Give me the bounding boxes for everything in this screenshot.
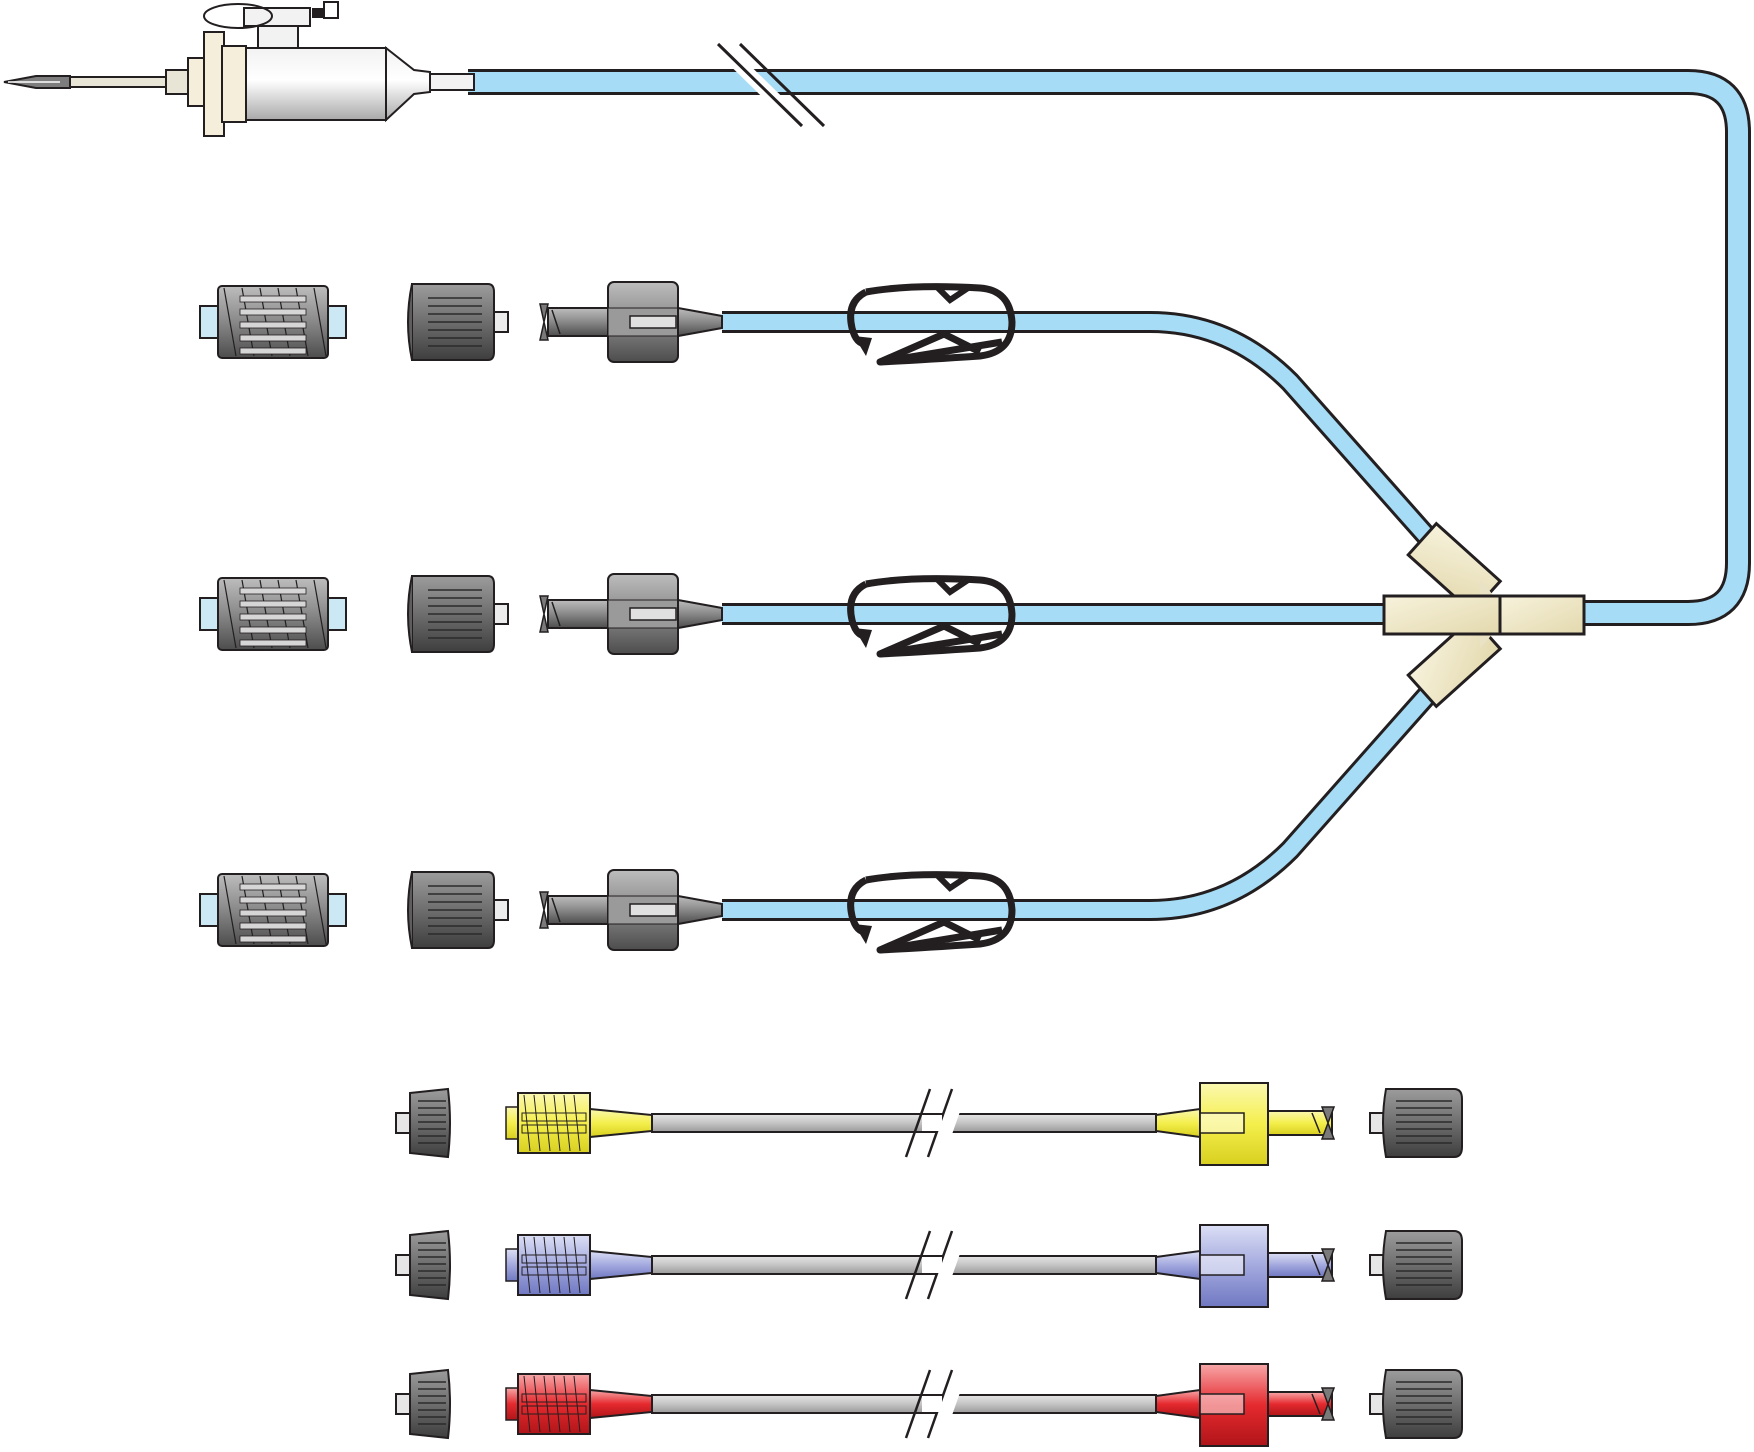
luer-female-icon xyxy=(505,1092,653,1154)
luer-male-icon xyxy=(1155,1363,1336,1447)
extension-blue xyxy=(395,1224,1463,1308)
cap-icon xyxy=(1369,1088,1463,1158)
luer-male-icon xyxy=(539,281,723,363)
luer-female-icon xyxy=(505,1234,653,1296)
branch-top xyxy=(199,281,1016,366)
luer-female-icon xyxy=(407,283,509,361)
luer-male-icon xyxy=(1155,1224,1336,1308)
luer-male-icon xyxy=(539,573,723,655)
luer-male-icon xyxy=(539,869,723,951)
branch-middle xyxy=(199,573,1016,658)
extension-red xyxy=(395,1363,1463,1447)
extension-tube xyxy=(651,1255,1157,1275)
tube-break-marker xyxy=(904,1230,968,1300)
cap-icon xyxy=(1369,1369,1463,1439)
main-tube xyxy=(468,69,1751,626)
extension-yellow xyxy=(395,1082,1463,1166)
cap-icon xyxy=(395,1229,451,1301)
cap-icon xyxy=(395,1368,451,1440)
roller-clamp-icon xyxy=(847,283,1016,366)
tube-break-marker xyxy=(904,1088,968,1158)
y-connector-icon xyxy=(1382,521,1586,709)
branch-bottom xyxy=(199,869,1016,954)
tube-break-marker xyxy=(904,1369,968,1439)
luer-female-icon xyxy=(407,871,509,949)
luer-male-icon xyxy=(1155,1082,1336,1166)
cap-icon xyxy=(199,873,347,947)
cap-icon xyxy=(395,1087,451,1159)
roller-clamp-icon xyxy=(847,871,1016,954)
cap-icon xyxy=(199,285,347,359)
roller-clamp-icon xyxy=(847,575,1016,658)
extension-tube xyxy=(651,1113,1157,1133)
tube-break-marker xyxy=(713,38,826,132)
luer-female-icon xyxy=(407,575,509,653)
spike-icon xyxy=(3,1,475,137)
cap-icon xyxy=(199,577,347,651)
luer-female-icon xyxy=(505,1373,653,1435)
extension-tube xyxy=(651,1394,1157,1414)
branch-tubes xyxy=(722,311,1439,921)
cap-icon xyxy=(1369,1230,1463,1300)
